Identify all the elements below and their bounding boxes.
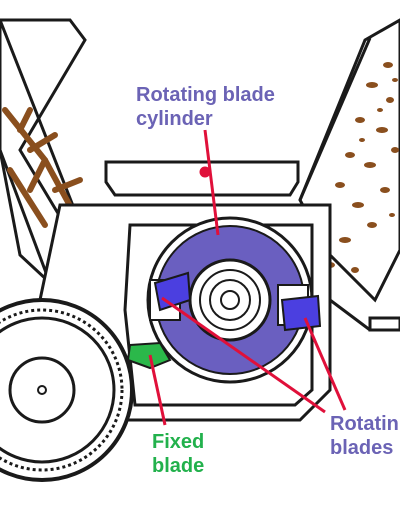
rotating-blades-label-line1: Rotatin <box>330 413 399 435</box>
wheel-icon <box>0 298 134 482</box>
fixed-blade-label: Fixed blade <box>152 430 204 478</box>
rotating-cylinder-label: Rotating blade cylinder <box>136 83 275 131</box>
fixed-blade-label-line1: Fixed <box>152 431 205 453</box>
fixed-blade-label-line2: blade <box>152 455 205 477</box>
rotating-blades-label: Rotatin blades <box>330 412 399 460</box>
pointer-blade-right <box>303 317 347 411</box>
pointer-lines <box>148 129 347 426</box>
rotating-cylinder-label-line1: Rotating blade <box>136 84 275 106</box>
rotating-cylinder-label-line2: cylinder <box>136 108 213 130</box>
pointer-cylinder <box>203 129 220 236</box>
blade-cylinder <box>146 216 314 384</box>
pointer-fixed <box>148 354 167 426</box>
rotating-blades-label-line2: blades <box>330 437 394 459</box>
pointer-blade-left <box>161 296 326 414</box>
